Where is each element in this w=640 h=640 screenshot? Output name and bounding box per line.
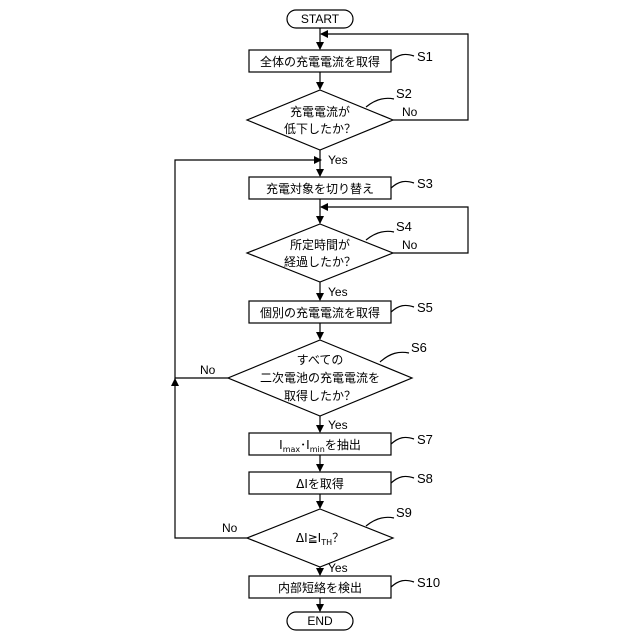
s4-text-line2: 経過したか？ <box>284 255 356 269</box>
s7-imax-sub: max <box>283 445 301 454</box>
s6-label: S6 <box>411 340 427 355</box>
s4-yes-label: Yes <box>328 285 348 299</box>
s10-leader <box>391 580 414 587</box>
s9-no-loop <box>175 378 247 538</box>
s1-label: S1 <box>417 49 433 64</box>
s9-no-arrowhead <box>171 378 179 386</box>
s3-leader <box>391 181 414 188</box>
s9-yes-label: Yes <box>328 561 348 575</box>
s3-text: 充電対象を切り替え <box>266 181 374 196</box>
s6-text-line2: 二次電池の充電電流を <box>260 370 380 385</box>
s4-no-label: No <box>402 238 418 252</box>
s6-yes-label: Yes <box>328 418 348 432</box>
s7-imin-sub: min <box>310 445 325 454</box>
s2-decision <box>247 90 393 150</box>
s7-tail: を抽出 <box>325 438 361 452</box>
s10-text: 内部短絡を検出 <box>278 580 362 595</box>
s8-label: S8 <box>417 471 433 486</box>
s4-leader <box>366 231 394 240</box>
s4-text-line1: 所定時間が <box>290 237 350 252</box>
end-label: END <box>307 614 333 628</box>
s8-leader <box>391 476 414 483</box>
s9-text: ΔI≧ITH？ <box>296 531 344 547</box>
s5-leader <box>391 305 414 312</box>
s6-leader <box>380 352 409 362</box>
start-label: START <box>301 12 340 26</box>
s2-leader <box>366 98 394 107</box>
s2-text-line2: 低下したか？ <box>284 122 356 136</box>
s9-label: S9 <box>396 505 412 520</box>
s7-text: Imax･Iminを抽出 <box>279 438 361 454</box>
s3-label: S3 <box>417 176 433 191</box>
s6-text-line3: 取得したか？ <box>284 388 356 403</box>
s9-sub: TH <box>320 538 332 547</box>
s8-text: ΔIを取得 <box>296 476 344 491</box>
s6-no-label: No <box>200 363 216 377</box>
s2-label: S2 <box>396 86 412 101</box>
s1-text: 全体の充電電流を取得 <box>260 54 380 69</box>
s2-no-label: No <box>402 105 418 119</box>
s2-text-line1: 充電電流が <box>290 104 350 119</box>
s9-pre: ΔI≧I <box>296 531 321 545</box>
s2-yes-label: Yes <box>328 153 348 167</box>
s4-label: S4 <box>396 219 412 234</box>
s5-text: 個別の充電電流を取得 <box>260 305 380 320</box>
s6-text-line1: すべての <box>297 353 344 367</box>
s9-no-label: No <box>222 521 238 535</box>
s1-leader <box>391 54 414 61</box>
s7-leader <box>391 437 414 444</box>
s5-label: S5 <box>417 300 433 315</box>
s9-leader <box>366 517 394 526</box>
s10-label: S10 <box>417 575 440 590</box>
s7-label: S7 <box>417 432 433 447</box>
s4-decision <box>247 224 393 282</box>
s9-post: ？ <box>332 531 344 545</box>
